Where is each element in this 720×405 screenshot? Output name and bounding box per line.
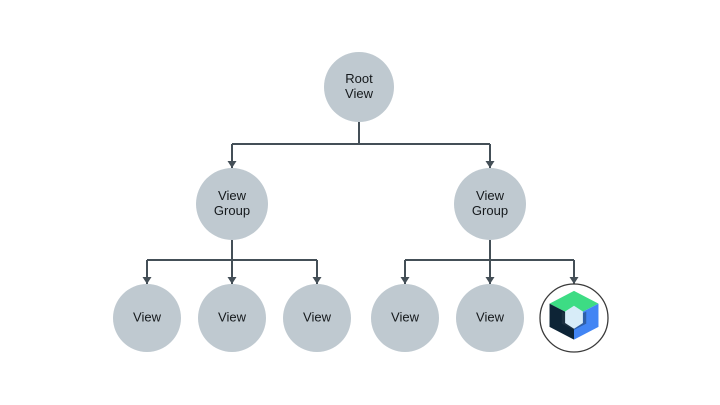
- view-leaf-4-label-line-1: View: [391, 309, 420, 324]
- view-leaf-2[interactable]: View: [198, 284, 266, 352]
- view-leaf-3-circle: [283, 284, 351, 352]
- view-leaf-1-circle: [113, 284, 181, 352]
- view-leaf-3-label-line-1: View: [303, 309, 332, 324]
- view-leaf-4-circle: [371, 284, 439, 352]
- view-leaf-1[interactable]: View: [113, 284, 181, 352]
- bus-right-group: [405, 240, 574, 261]
- view-leaf-4[interactable]: View: [371, 284, 439, 352]
- view-leaf-1-label-line-1: View: [133, 309, 162, 324]
- view-group-right-node-label-line-2: Group: [472, 203, 508, 218]
- arrow-to-group-right: [485, 161, 495, 168]
- view-leaf-3[interactable]: View: [283, 284, 351, 352]
- view-group-right-node-circle: [454, 168, 526, 240]
- arrowheads-layer: [142, 161, 579, 284]
- root-view-node-label-line-2: View: [345, 86, 374, 101]
- bus-left-group: [147, 240, 317, 261]
- view-leaf-5-circle: [456, 284, 524, 352]
- view-leaf-5[interactable]: View: [456, 284, 524, 352]
- arrow-to-view-1: [142, 277, 152, 284]
- view-group-left-node-label-line-2: Group: [214, 203, 250, 218]
- arrow-to-view-5: [485, 277, 495, 284]
- view-group-right-node-label-line-1: View: [476, 188, 505, 203]
- bus-root-level: [232, 122, 490, 145]
- arrow-to-view-4: [400, 277, 410, 284]
- view-leaf-2-circle: [198, 284, 266, 352]
- jetpack-compose-logo-node[interactable]: [539, 283, 609, 353]
- root-view-node-circle: [324, 52, 394, 122]
- view-leaf-2-label-line-1: View: [218, 309, 247, 324]
- arrow-to-group-left: [227, 161, 237, 168]
- arrow-to-compose: [569, 277, 579, 284]
- jetpack-compose-icon: [549, 290, 599, 340]
- view-leaf-5-label-line-1: View: [476, 309, 505, 324]
- view-group-left-node-label-line-1: View: [218, 188, 247, 203]
- arrow-to-view-2: [227, 277, 237, 284]
- root-view-node-label-line-1: Root: [345, 71, 373, 86]
- arrow-to-view-3: [312, 277, 322, 284]
- view-group-left-node-circle: [196, 168, 268, 240]
